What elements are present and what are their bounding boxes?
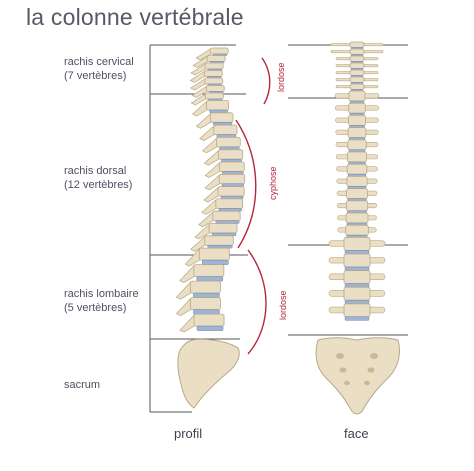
vertebra-profile [199,124,238,141]
region-name-cervical: rachis cervical [64,56,134,68]
vertebra-profile [190,92,224,106]
spine-profile-view [175,47,246,333]
vertebra-profile [194,223,238,240]
disc-profile [218,208,242,212]
disc-profile [196,276,224,282]
disc-profile [211,232,237,237]
curve-label-lumbar: lordose [278,290,288,320]
spine-front-view [328,41,386,321]
vertebra-front [330,48,384,55]
vertebra-front [328,253,386,268]
vertebra-front [334,90,380,102]
disc-profile [215,220,240,224]
vertebra-front [337,224,377,236]
vertebra-front [335,115,379,126]
vertebra-profile [179,313,225,333]
vertebra-profile [175,297,221,316]
region-count-cervical: (7 vertèbres) [64,70,127,82]
vertebra-profile [184,247,230,267]
disc-profile [213,122,233,126]
vertebra-front [336,175,378,187]
vertebra-front [335,151,379,163]
region-count-dorsal: (12 vertèbres) [64,179,133,191]
vertebra-profile [204,173,246,191]
vertebra-profile [204,161,245,178]
disc-profile [220,195,244,200]
region-label-dorsal: rachis dorsal (12 vertèbres) [64,164,132,192]
disc-profile [222,171,244,175]
region-label-cervical: rachis cervical (7 vertèbres) [64,55,134,83]
vertebra-front [335,62,379,69]
view-label-front: face [344,426,369,441]
disc-profile [193,309,220,315]
disc-front [344,316,370,321]
vertebra-front [330,41,384,48]
vertebra-profile [201,198,244,215]
vertebra-front [336,200,378,212]
vertebra-front [328,270,386,285]
vertebra-front [328,303,386,318]
vertebra-front [335,139,379,151]
vertebra-front [334,102,380,114]
disc-profile [202,259,229,265]
disc-profile [209,109,228,114]
region-name-dorsal: rachis dorsal [64,165,127,177]
sacrum-front [315,337,401,415]
vertebra-profile [195,112,234,129]
sacrum-profile [177,338,240,409]
curvature-arcs [235,57,271,355]
vertebra-profile [203,186,245,203]
disc-front [344,250,370,255]
vertebra-profile [190,235,234,252]
vertebra-front [335,83,379,90]
vertebra-front [328,236,386,251]
vertebra-front [335,55,379,62]
sacral-foramina [336,353,378,386]
region-count-lumbar: (5 vertèbres) [64,302,127,314]
vertebra-profile [190,62,224,76]
disc-profile [219,146,240,150]
vertebra-front [337,212,377,224]
view-label-profile: profil [174,426,203,441]
disc-front [344,283,370,288]
page-title: la colonne vertébrale [26,4,244,30]
vertebra-profile [175,280,221,300]
curve-label-cervical: lordose [276,62,286,92]
vertebra-profile [201,136,241,154]
region-name-lumbar: rachis lombaire [64,288,139,300]
disc-front [344,266,370,271]
vertebra-front [328,286,386,301]
vertebra-profile [179,264,225,283]
disc-profile [221,158,243,163]
disc-profile [193,292,220,298]
vertebra-profile [195,47,229,61]
vertebra-front [335,69,379,76]
region-label-lumbar: rachis lombaire (5 vertèbres) [64,287,139,315]
vertebra-front [335,76,379,83]
disc-profile [196,325,224,331]
disc-front [344,299,370,305]
curve-cyphose-dorsal [235,119,257,249]
curve-label-dorsal: cyphose [268,166,278,200]
region-name-sacrum: sacrum [64,379,101,391]
disc-profile [216,134,237,138]
vertebra-front [335,127,379,138]
curve-lordose-lumbar [247,249,267,355]
vertebra-front [336,163,378,175]
region-label-sacrum: sacrum [64,378,100,392]
disc-profile [207,245,233,249]
disc-profile [221,183,244,187]
vertebra-profile [191,85,225,98]
vertebra-front [336,188,378,200]
curve-lordose-cervical [261,57,271,105]
vertebra-profile [189,70,223,83]
